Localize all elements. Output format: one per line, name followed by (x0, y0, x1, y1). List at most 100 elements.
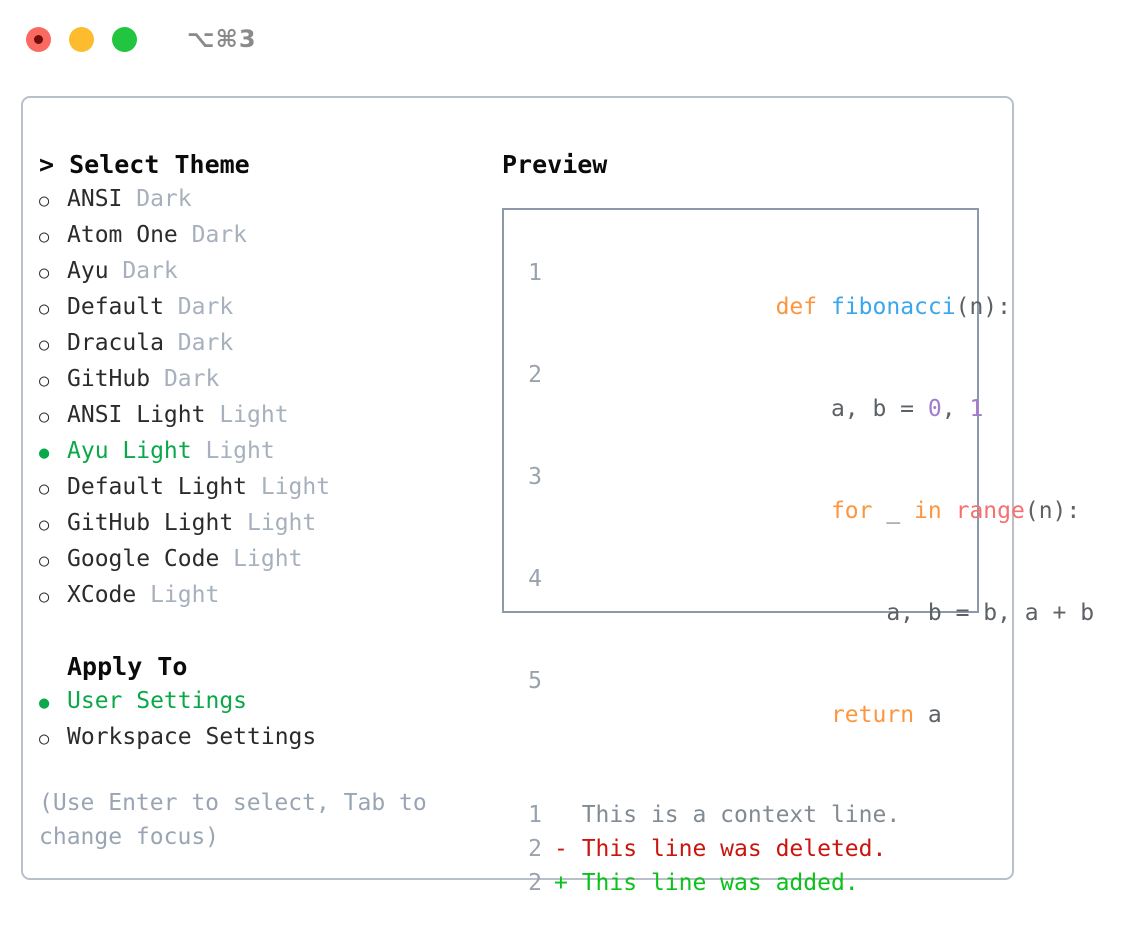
code-token: fibonacci (830, 294, 956, 320)
code-sample: 1 def fibonacci(n): 2 a, b = 0, 1 (520, 256, 1094, 766)
code-token: def (775, 294, 818, 320)
minimize-button[interactable] (69, 26, 94, 52)
theme-option-github[interactable]: ○ GitHub Dark (39, 362, 493, 398)
code-token: (n): (1024, 498, 1081, 524)
theme-option-ansi[interactable]: ○ ANSI Dark (39, 182, 493, 218)
code-token: for (830, 498, 873, 524)
zoom-button[interactable] (112, 26, 137, 52)
theme-option-tag: Dark (177, 222, 248, 248)
line-number: 2 (528, 836, 542, 862)
theme-option-tag: Light (233, 510, 317, 536)
theme-option-label: Ayu Light (67, 438, 192, 464)
title-bar: ⌥⌘3 (0, 0, 1140, 78)
code-content: a, b = b, a + b (554, 562, 1094, 664)
radio-icon[interactable]: ○ (39, 299, 50, 319)
code-token: , (941, 396, 970, 422)
theme-option-google-code[interactable]: ○ Google Code Light (39, 542, 493, 578)
theme-option-tag: Dark (108, 258, 178, 284)
diff-sample: 1 This is a context line. 2 - This line … (520, 798, 977, 900)
apply-to-user-settings[interactable]: ● User Settings (39, 684, 493, 720)
code-token: a, b = b, a + b (775, 600, 1095, 626)
hint-spacer (39, 756, 493, 786)
theme-option-tag: Dark (150, 366, 220, 392)
apply-to-label: User Settings (67, 688, 248, 714)
apply-to-workspace-settings[interactable]: ○ Workspace Settings (39, 720, 493, 756)
code-diff-gap (520, 766, 977, 798)
diff-text: This line was added. (581, 870, 859, 896)
theme-option-dracula[interactable]: ○ Dracula Dark (39, 326, 493, 362)
line-number: 1 (528, 260, 542, 286)
preview-column: Preview 1 def fibonacci(n): 2 (493, 98, 1094, 896)
radio-icon[interactable]: ○ (39, 371, 50, 391)
line-number: 2 (528, 362, 542, 388)
code-token: (n): (955, 294, 1011, 320)
line-number: 1 (528, 802, 542, 828)
code-token: in (914, 498, 942, 524)
code-content: a, b = 0, 1 (554, 358, 983, 460)
theme-option-tag: Light (136, 582, 220, 608)
theme-option-default-light[interactable]: ○ Default Light Light (39, 470, 493, 506)
radio-icon-selected[interactable]: ● (39, 443, 50, 463)
apply-to-label: Workspace Settings (67, 724, 317, 750)
theme-option-atom-one[interactable]: ○ Atom One Dark (39, 218, 493, 254)
theme-option-tag: Dark (163, 294, 234, 320)
diff-marker (554, 798, 582, 832)
radio-icon[interactable]: ○ (39, 587, 50, 607)
radio-icon[interactable]: ○ (39, 227, 50, 247)
theme-option-label: Google Code (67, 546, 220, 572)
code-content: def fibonacci(n): (554, 256, 1011, 358)
apply-to-option-list: ● User Settings ○ Workspace Settings (39, 684, 493, 756)
theme-selector-column: > Select Theme ○ ANSI Dark ○ Atom One Da… (23, 98, 493, 878)
line-number: 5 (528, 668, 542, 694)
code-token: a (914, 702, 942, 728)
code-content: for _ in range(n): (554, 460, 1080, 562)
code-line: 4 a, b = b, a + b (520, 562, 1094, 664)
line-number: 4 (528, 566, 542, 592)
theme-option-label: Default Light (67, 474, 248, 500)
theme-option-tag: Dark (163, 330, 234, 356)
theme-option-ayu-light[interactable]: ● Ayu Light Light (39, 434, 493, 470)
code-token: range (955, 498, 1025, 524)
recording-dot-icon (34, 34, 43, 44)
theme-option-default[interactable]: ○ Default Dark (39, 290, 493, 326)
window-controls (26, 26, 137, 52)
diff-text: This is a context line. (581, 802, 901, 828)
code-token: _ (872, 498, 915, 524)
theme-option-ayu[interactable]: ○ Ayu Dark (39, 254, 493, 290)
radio-icon[interactable]: ○ (39, 479, 50, 499)
theme-option-tag: Light (219, 546, 303, 572)
code-line: 2 a, b = 0, 1 (520, 358, 983, 460)
radio-icon[interactable]: ○ (39, 551, 50, 571)
radio-icon[interactable]: ○ (39, 515, 50, 535)
radio-icon[interactable]: ○ (39, 335, 50, 355)
radio-icon[interactable]: ○ (39, 729, 50, 749)
theme-option-github-light[interactable]: ○ GitHub Light Light (39, 506, 493, 542)
preview-box: 1 def fibonacci(n): 2 a, b = 0, 1 (502, 208, 1094, 896)
code-line: 3 for _ in range(n): (520, 460, 1080, 562)
code-token: 1 (969, 396, 984, 422)
theme-option-label: Atom One (67, 222, 178, 248)
select-theme-header: > Select Theme (39, 150, 250, 179)
theme-option-label: Ayu (67, 258, 109, 284)
preview-title: Preview (502, 150, 608, 179)
code-token: return (830, 702, 915, 728)
theme-option-xcode[interactable]: ○ XCode Light (39, 578, 493, 614)
theme-option-label: GitHub Light (67, 510, 234, 536)
line-number: 3 (528, 464, 542, 490)
theme-option-ansi-light[interactable]: ○ ANSI Light Light (39, 398, 493, 434)
theme-option-label: XCode (67, 582, 137, 608)
radio-icon-selected[interactable]: ● (39, 693, 50, 713)
theme-option-tag: Light (247, 474, 331, 500)
radio-icon[interactable]: ○ (39, 263, 50, 283)
diff-text: This line was deleted. (581, 836, 887, 862)
keyboard-shortcut-label: ⌥⌘3 (187, 25, 257, 53)
theme-option-label: Dracula (67, 330, 164, 356)
diff-marker: - (554, 836, 582, 862)
code-token (942, 498, 956, 524)
theme-option-label: ANSI (67, 186, 123, 212)
radio-icon[interactable]: ○ (39, 407, 50, 427)
close-button[interactable] (26, 26, 51, 52)
code-token: 0 (927, 396, 942, 422)
radio-icon[interactable]: ○ (39, 191, 50, 211)
theme-option-list: ○ ANSI Dark ○ Atom One Dark ○ Ayu Dark (39, 182, 493, 614)
